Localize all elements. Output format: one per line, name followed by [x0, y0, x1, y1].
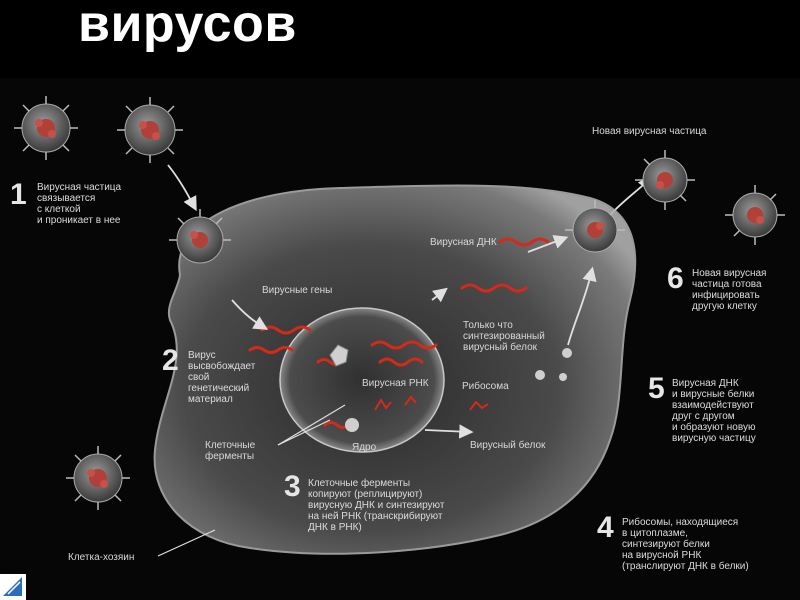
label-viral-rna: Вирусная РНК	[362, 378, 429, 389]
protein-dot-1	[535, 370, 545, 380]
label-viral-protein: Вирусный белок	[470, 440, 545, 451]
slide-nav-icon[interactable]	[0, 574, 26, 600]
arrow-enter	[168, 165, 195, 208]
label-cell-enzymes: Клеточные ферменты	[205, 440, 255, 462]
host-cell-pointer	[158, 530, 215, 556]
label-ribosome: Рибосома	[462, 381, 509, 392]
label-viral-dna: Вирусная ДНК	[430, 237, 497, 248]
step-3-text: Клеточные ферменты копируют (реплицируют…	[308, 478, 444, 533]
virus-particle-1	[14, 96, 78, 160]
protein-dot-2	[562, 348, 572, 358]
page-title: вирусов	[78, 0, 297, 54]
virus-particle-new	[635, 150, 695, 210]
step-4-number: 4	[597, 513, 614, 543]
label-viral-genes: Вирусные гены	[262, 285, 332, 296]
step-5-text: Вирусная ДНК и вирусные белки взаимодейс…	[672, 378, 756, 444]
label-nucleus: Ядро	[352, 442, 376, 453]
step-4-text: Рибосомы, находящиеся в цитоплазме, синт…	[622, 517, 749, 572]
step-2-number: 2	[162, 346, 179, 376]
label-host-cell: Клетка-хозяин	[68, 552, 134, 563]
step-1-text: Вирусная частица связывается с клеткой и…	[37, 182, 121, 226]
label-new-protein: Только что синтезированный вирусный бело…	[463, 320, 545, 353]
protein-dot-3	[559, 373, 567, 381]
virus-particle-2	[117, 97, 183, 163]
step-3-number: 3	[284, 472, 301, 502]
ribosome-dot	[345, 418, 359, 432]
virus-particle-bottom-left	[66, 446, 130, 510]
step-6-number: 6	[667, 264, 684, 294]
step-1-number: 1	[10, 180, 27, 210]
label-new-particle: Новая вирусная частица	[592, 126, 706, 137]
step-2-text: Вирус высвобождает свой генетический мат…	[188, 350, 255, 405]
step-6-text: Новая вирусная частица готова инфицирова…	[692, 268, 766, 312]
step-5-number: 5	[648, 374, 665, 404]
virus-particle-free	[725, 185, 785, 245]
